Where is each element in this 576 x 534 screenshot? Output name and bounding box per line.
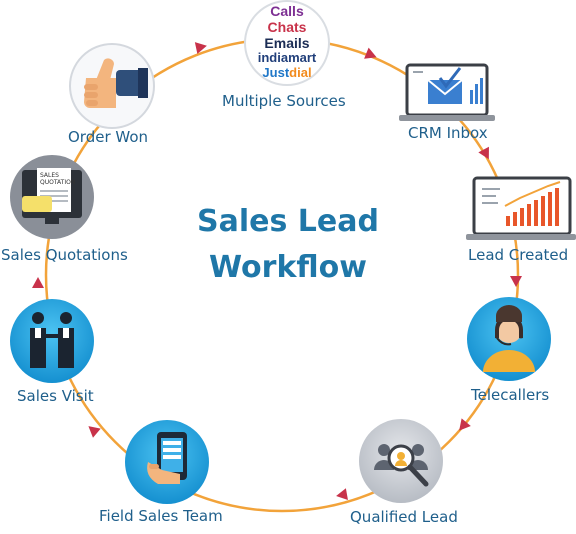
arrow-field-to-visit xyxy=(88,426,101,438)
label-sales-visit: Sales Visit xyxy=(17,387,94,405)
arrow-crm-to-lead xyxy=(478,146,489,160)
arrow-sources-to-crm xyxy=(364,47,377,59)
source-indiamart: indiamart xyxy=(257,50,317,65)
label-order-won: Order Won xyxy=(68,128,149,146)
sales-visit-circle xyxy=(10,299,94,383)
label-qualified-lead: Qualified Lead xyxy=(350,508,458,526)
quotation-doc-line2: QUOTATION xyxy=(40,179,76,186)
lead-created-chart-icon xyxy=(466,176,576,240)
label-field-sales-team: Field Sales Team xyxy=(99,507,223,525)
smartphone-hand-icon xyxy=(147,432,187,484)
quotation-doc-line1: SALES xyxy=(40,172,59,179)
arrow-qualified-to-field xyxy=(336,488,348,501)
source-emails: Emails xyxy=(264,35,310,51)
telecaller-headset-icon xyxy=(483,305,535,372)
justdial-dial: dial xyxy=(289,65,312,80)
quotation-doc-text: SALES QUOTATION xyxy=(40,172,75,186)
thumbs-up-icon xyxy=(84,58,148,108)
arrow-lead-to-telecallers xyxy=(510,276,522,287)
quotation-monitor-icon xyxy=(22,168,82,224)
arrow-telecallers-to-qualified xyxy=(459,418,471,431)
arrow-order-to-sources xyxy=(194,42,207,54)
label-telecallers: Telecallers xyxy=(471,386,550,404)
label-sales-quotations: Sales Quotations xyxy=(1,246,128,264)
diagram-title-line1: Sales Lead xyxy=(197,204,379,239)
source-chats: Chats xyxy=(267,19,307,35)
diagram-title-line2: Workflow xyxy=(209,250,367,285)
handshake-people-icon xyxy=(30,312,74,368)
magnifier-people-icon xyxy=(374,444,429,487)
sources-circle xyxy=(244,0,330,86)
source-calls: Calls xyxy=(270,3,304,19)
source-justdial: Justdial xyxy=(227,66,347,79)
label-crm-inbox: CRM Inbox xyxy=(408,124,488,142)
arrow-visit-to-quotations xyxy=(32,277,44,288)
crm-inbox-laptop-icon xyxy=(399,63,495,121)
label-lead-created: Lead Created xyxy=(468,246,569,264)
justdial-just: Just xyxy=(262,65,290,80)
label-multiple-sources: Multiple Sources xyxy=(222,92,346,110)
